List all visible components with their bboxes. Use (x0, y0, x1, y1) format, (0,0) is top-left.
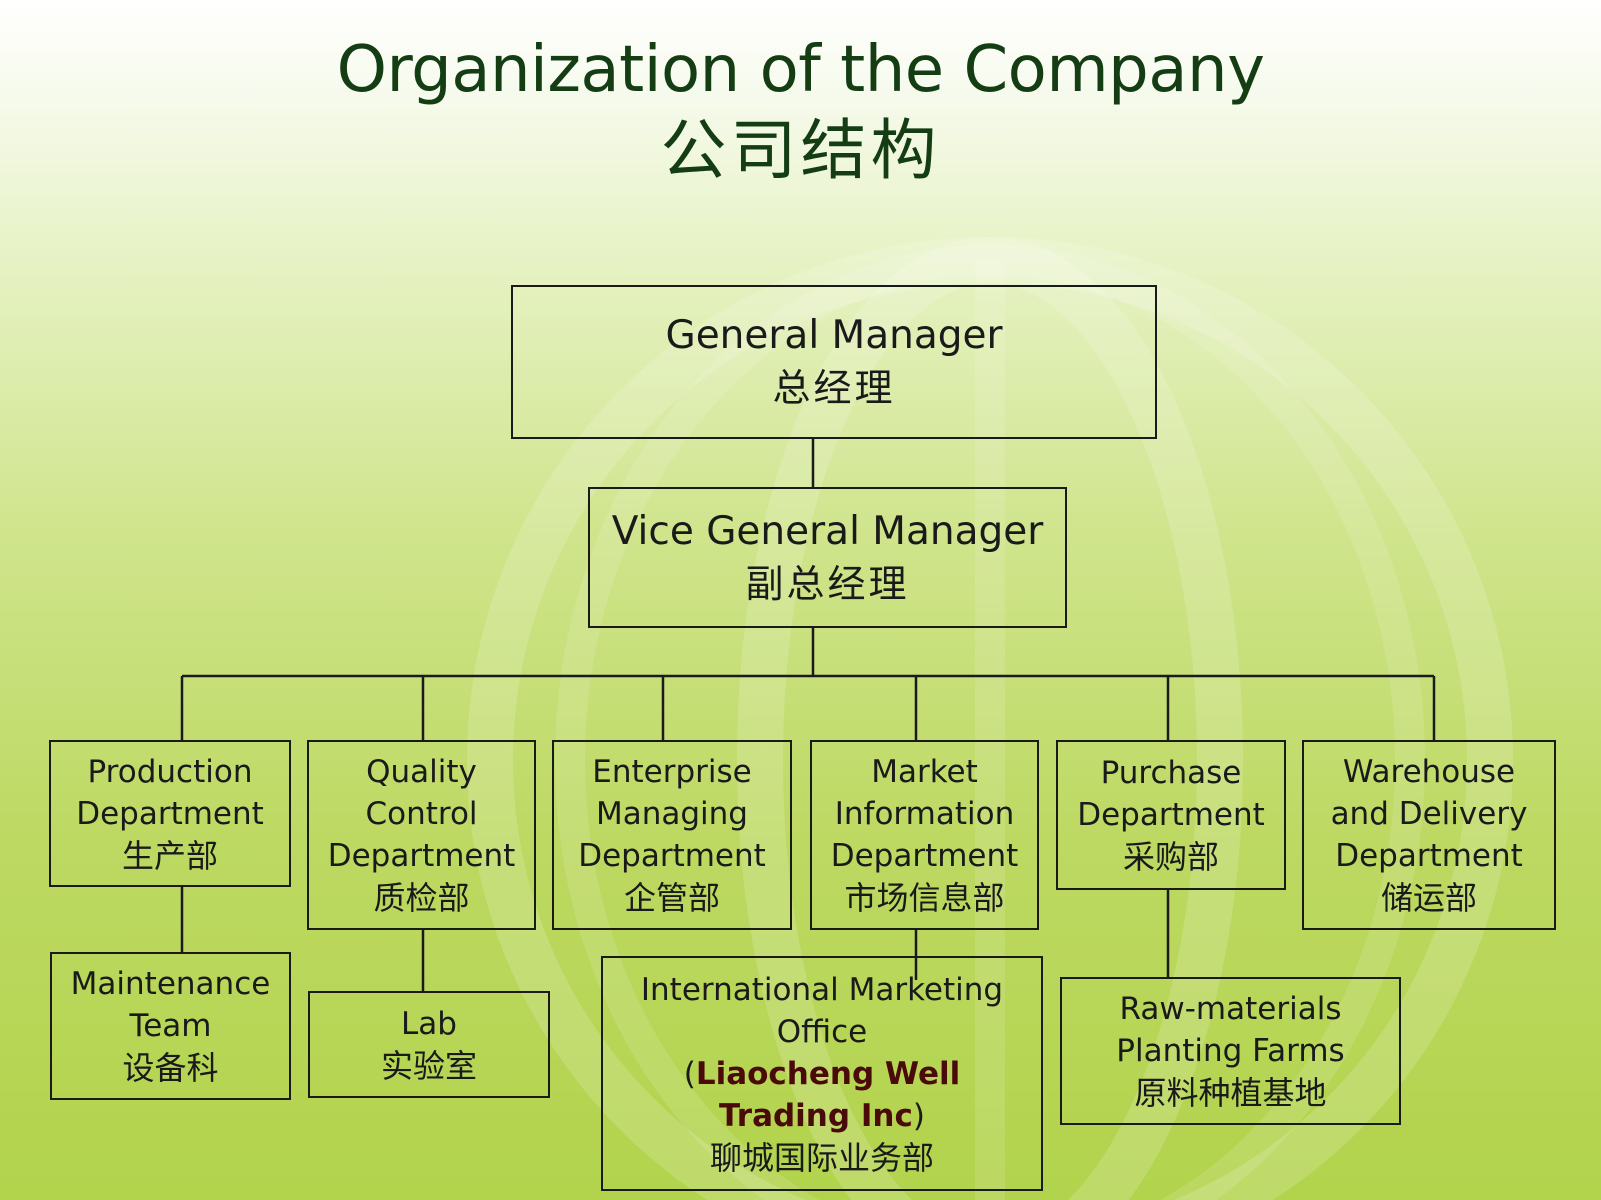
node-label-brand-line-2: Trading Inc) (719, 1095, 925, 1137)
node-raw-materials-planting-farms: Raw-materials Planting Farms 原料种植基地 (1060, 977, 1401, 1125)
node-label-en: Team (129, 1008, 212, 1044)
node-vice-general-manager: Vice General Manager 副总经理 (588, 487, 1067, 628)
node-production-department: Production Department 生产部 (49, 740, 291, 887)
page-title-chinese: 公司结构 (660, 112, 941, 189)
node-label-zh: 市场信息部 (844, 879, 1005, 917)
node-label-en: Department (1335, 838, 1523, 874)
node-label-en: Quality (366, 754, 477, 790)
node-label-en: and Delivery (1330, 796, 1528, 832)
node-label-brand-line-1: (Liaocheng Well (684, 1053, 961, 1095)
node-label-zh: 设备科 (122, 1049, 219, 1087)
node-label-en: Information (834, 796, 1015, 832)
node-label-en: Department (327, 838, 516, 874)
brand-name: Trading Inc (719, 1097, 913, 1134)
node-quality-control-department: Quality Control Department 质检部 (307, 740, 536, 930)
node-enterprise-managing-department: Enterprise Managing Department 企管部 (552, 740, 792, 930)
node-label-zh: 企管部 (623, 879, 720, 917)
node-label-zh: 聊城国际业务部 (709, 1138, 934, 1177)
node-label-zh: 储运部 (1380, 879, 1477, 917)
node-label-en: Maintenance (70, 966, 271, 1002)
node-label-en: Market (871, 754, 978, 790)
node-label-zh: 生产部 (121, 836, 218, 875)
node-label-zh: 原料种植基地 (1134, 1074, 1327, 1112)
node-purchase-department: Purchase Department 采购部 (1056, 740, 1286, 890)
brand-name: Liaocheng Well (695, 1055, 961, 1092)
node-label-en: Vice General Manager (611, 508, 1044, 554)
node-label-en: Enterprise (592, 754, 752, 790)
node-label-en: Production (87, 753, 253, 790)
node-label-en: Department (578, 838, 766, 874)
paren-open: ( (683, 1055, 696, 1092)
node-label-zh: 实验室 (380, 1046, 477, 1085)
node-label-en: Office (776, 1013, 868, 1050)
node-label-en: Department (76, 795, 264, 832)
node-label-en: Control (365, 796, 478, 832)
paren-close: ) (912, 1097, 925, 1134)
node-label-en: Managing (595, 796, 748, 832)
node-maintenance-team: Maintenance Team 设备科 (50, 952, 291, 1100)
node-label-en: Warehouse (1342, 754, 1516, 790)
node-label-en: International Marketing (640, 971, 1004, 1008)
node-lab: Lab 实验室 (308, 991, 550, 1098)
node-label-zh: 采购部 (1122, 838, 1219, 876)
node-label-en: Lab (401, 1005, 457, 1042)
node-label-zh: 总经理 (772, 366, 896, 410)
node-market-information-department: Market Information Department 市场信息部 (810, 740, 1039, 930)
node-label-zh: 质检部 (373, 879, 470, 917)
node-label-en: Department (1077, 797, 1265, 833)
page-title: Organization of the Company (336, 33, 1265, 107)
node-label-en: Planting Farms (1116, 1033, 1345, 1069)
node-label-zh: 副总经理 (745, 561, 910, 606)
node-international-marketing-office: International Marketing Office (Liaochen… (601, 956, 1043, 1191)
node-label-en: Raw-materials (1119, 991, 1342, 1027)
node-label-en: Department (830, 838, 1019, 874)
node-warehouse-delivery-department: Warehouse and Delivery Department 储运部 (1302, 740, 1556, 930)
node-general-manager: General Manager 总经理 (511, 285, 1157, 439)
node-label-en: Purchase (1100, 755, 1242, 791)
node-label-en: General Manager (665, 313, 1003, 358)
